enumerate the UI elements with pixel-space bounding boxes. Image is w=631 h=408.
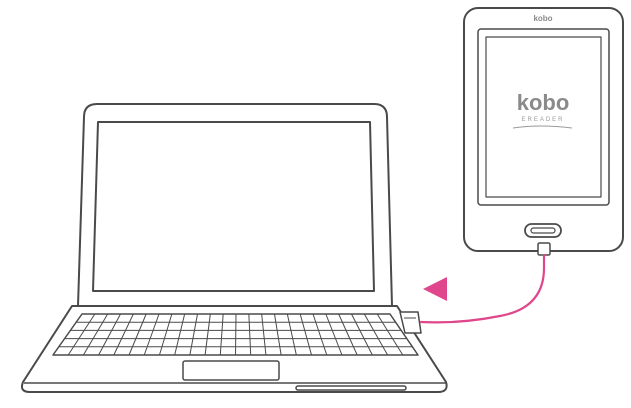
- laptop-base: [22, 306, 447, 392]
- laptop-screen: [93, 122, 374, 291]
- ereader-top-logo: kobo: [533, 14, 552, 23]
- transfer-arrow-icon: [423, 277, 447, 301]
- ereader-usb-plug: [538, 243, 550, 255]
- ereader: [464, 8, 623, 255]
- laptop: [22, 104, 447, 392]
- ereader-screen-logo: kobo: [517, 90, 570, 115]
- ereader-screen-sublabel: EREADER: [521, 117, 564, 123]
